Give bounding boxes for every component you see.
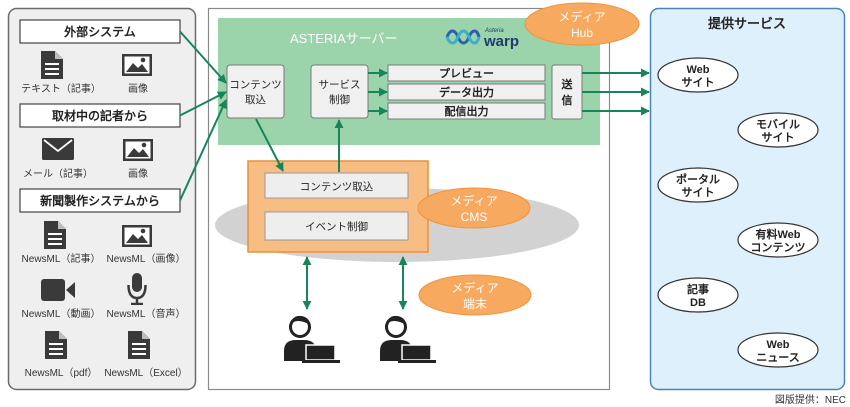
arrow-newspaper-to-ingest xyxy=(179,99,227,201)
server-ingest-label-line2: 取込 xyxy=(245,94,266,106)
badge-line2: CMS xyxy=(461,210,488,224)
source-item-label: NewsML（画像） xyxy=(107,253,186,265)
image-icon xyxy=(122,225,152,247)
cms-ingest-box: コンテンツ取込 xyxy=(264,172,409,199)
cms-ingest-label: コンテンツ取込 xyxy=(300,181,374,193)
arrow-external-to-ingest xyxy=(179,30,227,84)
service-item-paid-web-content: 有料Web コンテンツ xyxy=(737,222,819,258)
cms-event-control-label: イベント制御 xyxy=(305,220,368,233)
source-item-label: NewsML（音声） xyxy=(107,307,186,320)
source-group-title: 外部システム xyxy=(64,24,136,39)
output-label: プレビュー xyxy=(439,66,494,80)
service-item-web-news: Web ニュース xyxy=(737,332,819,368)
cms-event-control-box: イベント制御 xyxy=(264,211,409,241)
output-label: 配信出力 xyxy=(445,104,489,118)
service-label-line2: サイト xyxy=(762,131,795,144)
server-ingest-box: コンテンツ 取込 xyxy=(226,64,285,119)
asteria-server-title: ASTERIAサーバー xyxy=(290,31,398,46)
arrow-reporters-to-ingest xyxy=(179,91,227,117)
logo-brand-text: Asteria xyxy=(484,28,504,34)
figure-credit: 図版提供：NEC xyxy=(775,393,846,406)
output-box-preview: プレビュー xyxy=(387,64,546,82)
service-label-line2: サイト xyxy=(682,186,715,199)
warp-wave-icon xyxy=(445,29,481,45)
image-icon xyxy=(123,139,153,161)
service-control-box: サービス 制御 xyxy=(310,64,369,119)
badge-media-hub: メディア Hub xyxy=(524,2,640,46)
asteria-warp-logo: Asteria warp xyxy=(445,28,519,50)
service-label-line1: ポータル xyxy=(676,172,720,186)
badge-line1: メディア xyxy=(558,9,605,24)
badge-line2: Hub xyxy=(571,26,593,40)
badge-line1: メディア xyxy=(450,193,497,208)
source-group-title: 取材中の記者から xyxy=(52,108,148,123)
service-item-article-db: 記事 DB xyxy=(657,277,739,313)
badge-media-cms: メディア CMS xyxy=(417,187,531,229)
send-label-line2: 信 xyxy=(562,93,573,107)
output-box-data: データ出力 xyxy=(387,83,546,101)
service-label-line1: 有料Web xyxy=(755,227,800,241)
source-item-label: NewsML（動画） xyxy=(22,307,101,320)
badge-media-terminal: メディア 端末 xyxy=(418,274,532,316)
badge-line1: メディア xyxy=(451,280,498,295)
source-item-label: 画像 xyxy=(128,168,148,180)
service-label-line1: Web xyxy=(766,339,789,351)
output-box-delivery: 配信出力 xyxy=(387,102,546,120)
envelope-icon xyxy=(42,138,74,160)
flow-arrows xyxy=(179,30,650,310)
send-box: 送 信 xyxy=(551,64,583,120)
services-panel-title: 提供サービス xyxy=(708,16,786,31)
source-group-reporters: 取材中の記者から メール（記事） 画像 xyxy=(19,103,181,180)
output-label: データ出力 xyxy=(439,85,494,99)
service-control-label-line1: サービス xyxy=(319,79,361,91)
image-icon xyxy=(122,54,152,76)
badge-line2: 端末 xyxy=(463,297,487,311)
source-group-newspaper-system: 新聞製作システムから NewsML（記事） NewsML（画像） NewsML（… xyxy=(19,188,188,379)
source-item-label: テキスト（記事） xyxy=(21,82,101,95)
source-group-title: 新聞製作システムから xyxy=(40,193,160,208)
server-ingest-label-line1: コンテンツ xyxy=(229,79,282,91)
service-label-line2: サイト xyxy=(682,76,715,89)
services-panel: 提供サービス Web サイト モバイル サイト ポータル サイト 有料Web コ… xyxy=(649,7,846,391)
source-item-label: メール（記事） xyxy=(23,167,93,180)
logo-product-text: warp xyxy=(483,33,519,50)
service-label-line1: モバイル xyxy=(756,118,800,131)
service-label-line1: Web xyxy=(686,64,709,76)
service-label-line2: DB xyxy=(690,297,706,309)
service-label-line2: ニュース xyxy=(756,352,799,364)
service-label-line2: コンテンツ xyxy=(751,241,806,254)
arrow-ingest-to-cms xyxy=(255,118,284,172)
service-label-line1: 記事 xyxy=(687,282,709,296)
service-control-label-line2: 制御 xyxy=(329,93,350,106)
asteria-server: ASTERIAサーバー Asteria warp コンテンツ 取込 サービス 制… xyxy=(218,18,600,145)
service-item-portal-site: ポータル サイト xyxy=(657,167,739,203)
source-item-label: NewsML（Excel） xyxy=(104,367,187,379)
source-item-label: NewsML（pdf） xyxy=(25,367,98,379)
service-item-mobile-site: モバイル サイト xyxy=(737,112,819,148)
service-item-web-site: Web サイト xyxy=(657,57,739,93)
source-item-label: 画像 xyxy=(128,83,148,95)
source-item-label: NewsML（記事） xyxy=(22,252,101,265)
platform-panel: ASTERIAサーバー Asteria warp コンテンツ 取込 サービス 制… xyxy=(207,7,611,391)
sources-panel: 外部システム テキスト（記事） 画像 取材中の記者から メール（記事） 画像 新… xyxy=(7,7,197,391)
send-label-line1: 送 xyxy=(561,77,574,91)
